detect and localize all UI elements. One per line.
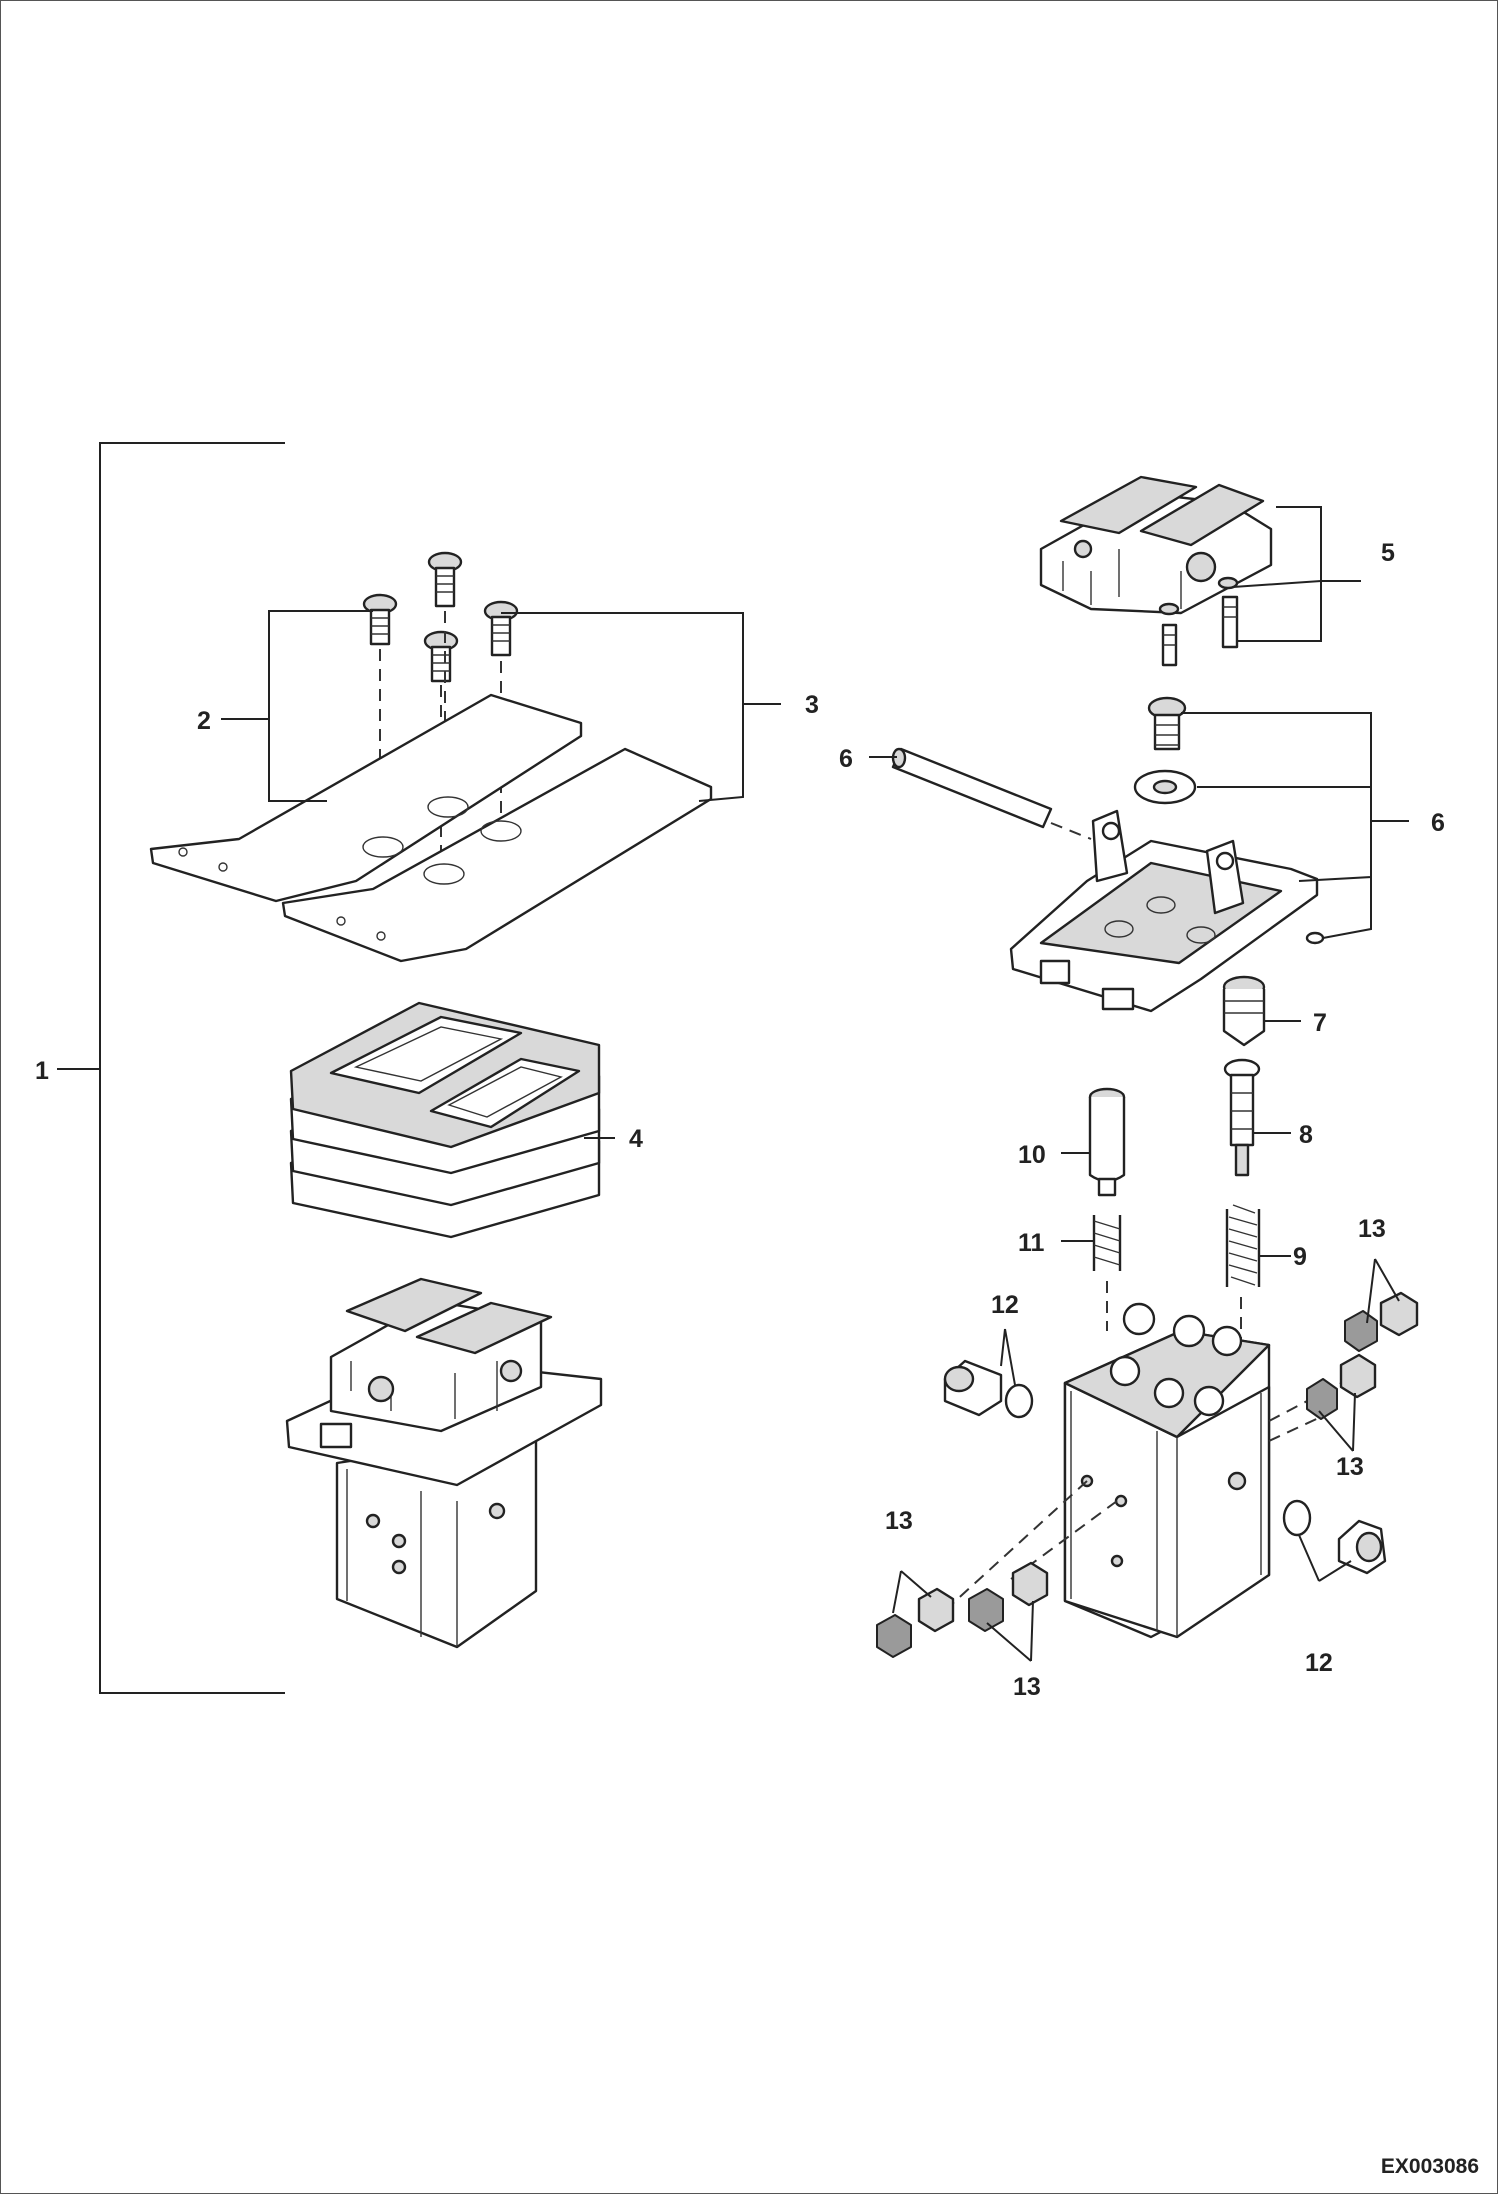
assembled-valve xyxy=(285,1277,603,1649)
fitting-pair-lower-left-a xyxy=(876,1587,955,1658)
base-plate-group xyxy=(1009,696,1325,1013)
valve-housing xyxy=(950,1302,1354,1639)
screw-b xyxy=(427,551,463,608)
callout-10: 10 xyxy=(1018,1141,1046,1169)
push-pin xyxy=(1088,1087,1126,1197)
callout-1: 1 xyxy=(35,1057,49,1085)
callout-12-upper: 12 xyxy=(991,1291,1019,1319)
plug-lower-right xyxy=(1282,1499,1387,1575)
callout-13-upper-right: 13 xyxy=(1358,1215,1386,1243)
pivot-pin xyxy=(891,747,1092,840)
cover-plates xyxy=(149,693,713,963)
callout-13-lower-mid: 13 xyxy=(1013,1673,1041,1701)
rubber-boot xyxy=(289,1001,601,1239)
callout-13-mid-right: 13 xyxy=(1336,1453,1364,1481)
screw-d xyxy=(483,600,519,657)
leader-lines xyxy=(221,506,1409,1662)
screw-c xyxy=(423,630,459,683)
callout-12-lower: 12 xyxy=(1305,1649,1333,1677)
spool xyxy=(1223,1058,1261,1177)
drawing-code: EX003086 xyxy=(1380,2155,1479,2178)
plug-upper-left xyxy=(943,1359,1034,1419)
callout-4: 4 xyxy=(629,1125,643,1153)
screw-set xyxy=(362,551,519,861)
plunger xyxy=(1222,975,1266,1047)
callout-9: 9 xyxy=(1293,1243,1307,1271)
assembly-bracket xyxy=(57,442,285,1694)
fitting-pair-lower-left-b xyxy=(968,1561,1049,1632)
screw-a xyxy=(362,593,398,646)
return-spring xyxy=(1092,1215,1122,1331)
callout-6-plate: 6 xyxy=(1431,809,1445,837)
callout-7: 7 xyxy=(1313,1009,1327,1037)
callout-11: 11 xyxy=(1018,1229,1045,1257)
callout-labels: 1 2 3 4 5 6 6 7 8 9 10 11 12 12 13 13 13… xyxy=(35,539,1445,1701)
callout-6-pin: 6 xyxy=(839,745,853,773)
fitting-pair-upper-right-b xyxy=(1306,1353,1377,1420)
callout-5: 5 xyxy=(1381,539,1395,567)
callout-13-lower-left: 13 xyxy=(885,1507,913,1535)
callout-3: 3 xyxy=(805,691,819,719)
callout-2: 2 xyxy=(197,707,211,735)
fitting-pair-upper-right-a xyxy=(1344,1291,1419,1352)
cam-bracket xyxy=(1039,475,1273,667)
callout-8: 8 xyxy=(1299,1121,1313,1149)
